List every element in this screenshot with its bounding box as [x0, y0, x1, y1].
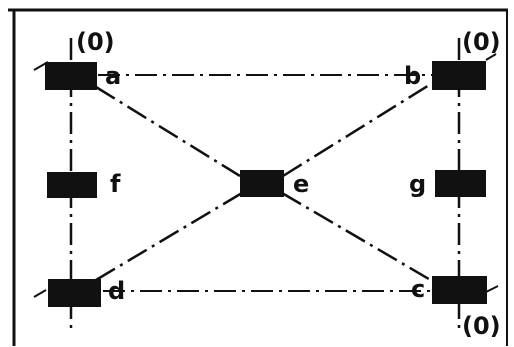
node-label-e: e — [293, 170, 309, 198]
corner-label-bottom-right: (0) — [462, 312, 501, 340]
connection-e-b — [282, 80, 435, 178]
node-label-f: f — [110, 170, 121, 198]
node-c — [432, 276, 487, 304]
diagonal-connections — [95, 80, 435, 284]
node-g — [435, 170, 486, 197]
horizontal-connections — [98, 74, 432, 292]
node-b — [432, 61, 486, 90]
diagram-frame — [8, 8, 508, 346]
node-f — [47, 172, 97, 198]
node-e — [240, 170, 284, 197]
corner-ticks — [33, 53, 499, 298]
connection-d-e — [95, 191, 243, 282]
node-label-d: d — [108, 277, 125, 305]
node-label-g: g — [409, 170, 426, 198]
node-label-a: a — [105, 62, 121, 90]
connection-e-c — [281, 191, 435, 284]
nodes — [45, 61, 487, 307]
node-d — [48, 279, 101, 307]
connection-a-e — [95, 85, 241, 178]
corner-label-top-right: (0) — [462, 28, 501, 56]
node-labels: a b c d e f g — [105, 62, 426, 305]
corner-label-top-left: (0) — [76, 28, 115, 56]
node-a — [45, 62, 97, 90]
node-label-b: b — [404, 62, 421, 90]
corner-labels: (0) (0) (0) — [76, 28, 501, 340]
node-label-c: c — [411, 275, 425, 303]
